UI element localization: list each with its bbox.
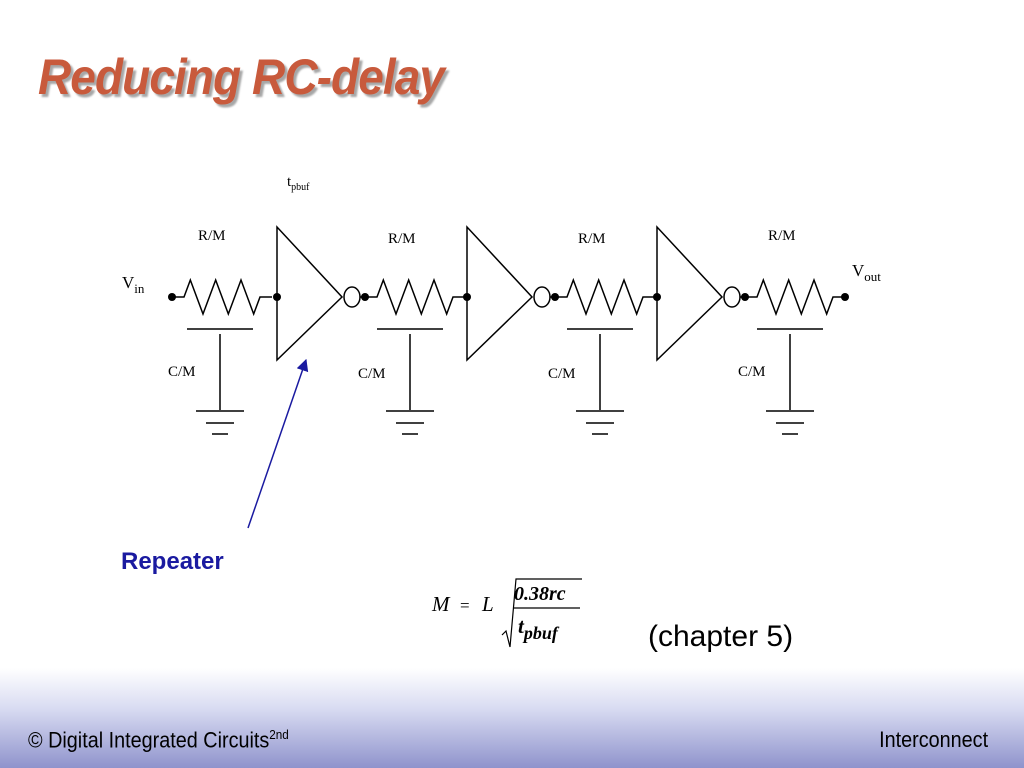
resistor-label-1: R/M [198, 228, 226, 244]
stage-layer: R/M C/M R/M C/M R/M C/M R/M C/M [168, 225, 849, 435]
vin-label: Vin [122, 273, 145, 296]
formula-numerator: 0.38rc [514, 583, 566, 605]
formula-lhs: M [431, 592, 451, 616]
capacitor-label-4: C/M [738, 364, 766, 380]
chapter-reference: (chapter 5) [648, 620, 794, 653]
slide-title: Reducing RC-delay [38, 49, 445, 105]
resistor-label-3: R/M [578, 231, 606, 247]
vout-label: Vout [852, 261, 881, 284]
footer-section: Interconnect [879, 727, 988, 752]
resistor-label-4: R/M [768, 228, 796, 244]
buffer-triangle-icon-1 [276, 225, 344, 362]
formula-radical [501, 578, 582, 648]
resistor-1 [172, 277, 272, 317]
footer-edition: 2nd [269, 727, 289, 742]
resistor-2 [365, 277, 465, 317]
footer-copyright-text: © Digital Integrated Circuits [28, 727, 270, 753]
capacitor-label-1: C/M [168, 364, 196, 380]
capacitor-label-2: C/M [358, 366, 386, 382]
buffer-triangle-icon-2 [466, 225, 534, 362]
node-end-4 [841, 293, 849, 301]
resistor-3 [555, 277, 655, 317]
repeater-label: Repeater [121, 548, 224, 575]
footer-copyright: © Digital Integrated Circuits2nd [28, 727, 289, 753]
repeater-callout-arrow [247, 358, 309, 529]
formula-denominator: tpbuf [518, 614, 560, 643]
buffer-inverter-bubble-2 [533, 286, 551, 308]
resistor-label-2: R/M [388, 231, 416, 247]
buffer-triangle-icon-3 [656, 225, 724, 362]
resistor-4 [745, 277, 845, 317]
capacitor-label-3: C/M [548, 366, 576, 382]
formula-factor: L [481, 592, 494, 616]
repeater-count-formula: M = L 0.38rc tpbuf [431, 578, 582, 648]
buffer-delay-label: tpbuf [287, 174, 310, 193]
node-start-1 [168, 293, 176, 301]
footer-band [0, 668, 1024, 768]
formula-equals: = [460, 596, 470, 615]
buffer-inverter-bubble-1 [343, 286, 361, 308]
buffer-inverter-bubble-3 [723, 286, 741, 308]
